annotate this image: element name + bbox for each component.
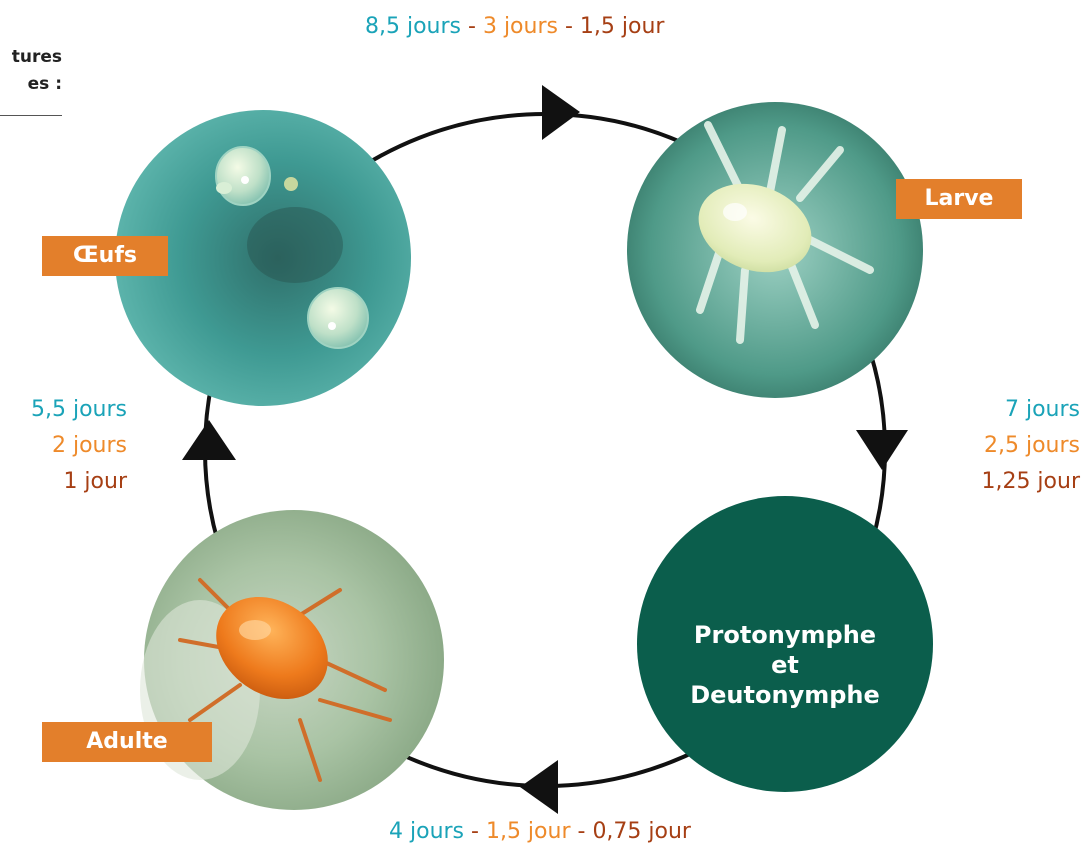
- duration-top-rust: 1,5 jour: [580, 14, 665, 39]
- stage-label-adult: Adulte: [42, 722, 212, 762]
- header-rule: [0, 115, 62, 116]
- duration-top-teal: 8,5 jours: [365, 14, 461, 39]
- duration-bottom-orange: 1,5 jour: [486, 819, 571, 844]
- stage-label-nymph-line2: et: [665, 650, 905, 680]
- duration-bottom: 4 jours - 1,5 jour - 0,75 jour: [389, 819, 691, 844]
- header-note: tures es :: [0, 44, 62, 98]
- stage-label-nymph: Protonymphe et Deutonymphe: [665, 620, 905, 710]
- duration-left: 5,5 jours 2 jours 1 jour: [0, 392, 127, 500]
- duration-left-teal: 5,5 jours: [0, 392, 127, 428]
- duration-bottom-sep2: -: [571, 819, 593, 844]
- duration-top: 8,5 jours - 3 jours - 1,5 jour: [365, 14, 664, 39]
- duration-top-sep2: -: [558, 14, 580, 39]
- duration-bottom-rust: 0,75 jour: [592, 819, 691, 844]
- duration-top-orange: 3 jours: [483, 14, 558, 39]
- arrow-left-icon: [520, 760, 558, 814]
- stage-label-larva: Larve: [896, 179, 1022, 219]
- duration-bottom-teal: 4 jours: [389, 819, 464, 844]
- duration-top-sep1: -: [461, 14, 483, 39]
- stage-label-eggs: Œufs: [42, 236, 168, 276]
- arrow-down-icon: [856, 430, 908, 470]
- adult-photo: [140, 510, 444, 810]
- duration-right-rust: 1,25 jour: [955, 464, 1080, 500]
- larva-photo: [627, 102, 923, 398]
- duration-right: 7 jours 2,5 jours 1,25 jour: [955, 392, 1080, 500]
- arrow-up-icon: [182, 420, 236, 460]
- header-note-line2: es :: [0, 71, 62, 98]
- duration-bottom-sep1: -: [464, 819, 486, 844]
- arrow-right-icon: [542, 85, 580, 140]
- header-note-line1: tures: [0, 44, 62, 71]
- duration-right-teal: 7 jours: [955, 392, 1080, 428]
- duration-left-rust: 1 jour: [0, 464, 127, 500]
- duration-right-orange: 2,5 jours: [955, 428, 1080, 464]
- stage-label-nymph-line1: Protonymphe: [665, 620, 905, 650]
- duration-left-orange: 2 jours: [0, 428, 127, 464]
- stage-label-nymph-line3: Deutonymphe: [665, 680, 905, 710]
